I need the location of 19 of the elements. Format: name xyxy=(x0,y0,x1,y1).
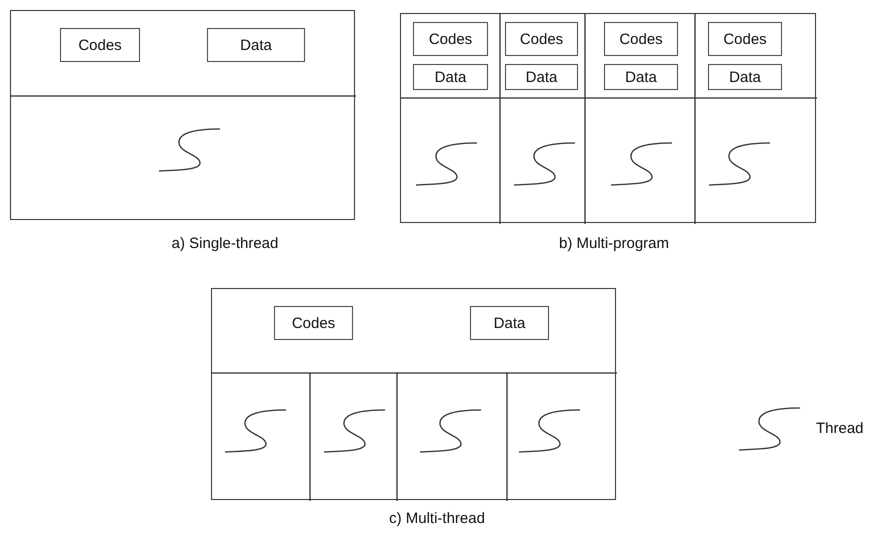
process-panel xyxy=(10,10,355,220)
memory-box: Data xyxy=(413,64,488,90)
legend-label: Thread xyxy=(816,420,864,437)
memory-box: Codes xyxy=(413,22,488,56)
process-panel xyxy=(211,288,616,500)
memory-box: Codes xyxy=(505,22,578,56)
memory-box: Data xyxy=(708,64,782,90)
memory-box: Data xyxy=(604,64,678,90)
memory-box: Data xyxy=(207,28,305,62)
figure-caption: b) Multi-program xyxy=(558,235,670,252)
memory-box: Codes xyxy=(604,22,678,56)
memory-box: Codes xyxy=(708,22,782,56)
figure-caption: a) Single-thread xyxy=(172,235,278,252)
process-panel xyxy=(400,13,816,223)
memory-box: Codes xyxy=(274,306,353,340)
figure-caption: c) Multi-thread xyxy=(389,510,485,527)
memory-box: Data xyxy=(470,306,549,340)
memory-box: Codes xyxy=(60,28,140,62)
memory-box: Data xyxy=(505,64,578,90)
